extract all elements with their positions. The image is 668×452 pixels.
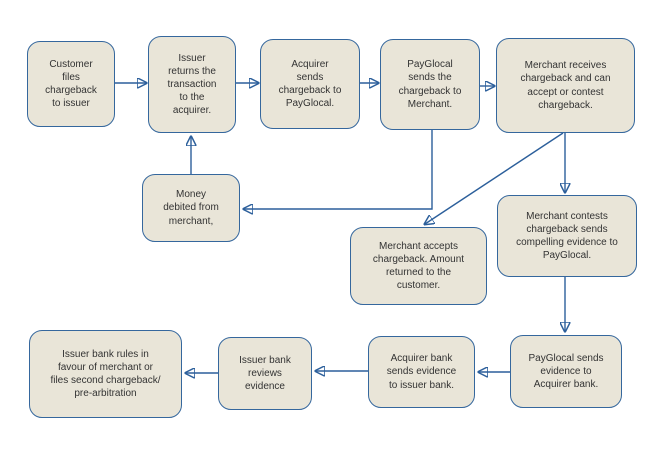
node-payglocal-sends-chargeback: PayGlocal sends the chargeback to Mercha… (380, 39, 480, 130)
node-money-debited-label: Money debited from merchant, (163, 189, 219, 227)
node-issuer-bank-rules-label: Issuer bank rules in favour of merchant … (50, 348, 161, 400)
edge-merchant-receives-to-merchant-accepts (425, 132, 564, 224)
node-merchant-contests-label: Merchant contests chargeback sends compe… (516, 210, 618, 262)
node-acquirer-sends-chargeback: Acquirer sends chargeback to PayGlocal. (260, 39, 360, 129)
node-customer-files: Customer files chargeback to issuer (27, 41, 115, 127)
node-payglocal-sends-evidence: PayGlocal sends evidence to Acquirer ban… (510, 335, 622, 408)
node-merchant-accepts: Merchant accepts chargeback. Amount retu… (350, 227, 487, 305)
node-merchant-accepts-label: Merchant accepts chargeback. Amount retu… (372, 240, 465, 292)
node-issuer-bank-rules: Issuer bank rules in favour of merchant … (29, 330, 182, 418)
node-issuer-returns: Issuer returns the transaction to the ac… (148, 36, 236, 133)
node-merchant-receives: Merchant receives chargeback and can acc… (496, 38, 635, 133)
node-issuer-bank-reviews-label: Issuer bank reviews evidence (239, 354, 291, 393)
edge-payglocal-sends-to-money-debited (244, 130, 433, 209)
node-issuer-bank-reviews: Issuer bank reviews evidence (218, 337, 312, 410)
node-issuer-returns-label: Issuer returns the transaction to the ac… (167, 52, 217, 117)
node-acquirer-bank-sends-evidence-label: Acquirer bank sends evidence to issuer b… (386, 353, 457, 391)
node-money-debited: Money debited from merchant, (142, 174, 240, 242)
node-merchant-contests: Merchant contests chargeback sends compe… (497, 195, 637, 277)
node-payglocal-sends-chargeback-label: PayGlocal sends the chargeback to Mercha… (398, 59, 462, 110)
node-payglocal-sends-evidence-label: PayGlocal sends evidence to Acquirer ban… (528, 352, 604, 391)
node-merchant-receives-label: Merchant receives chargeback and can acc… (520, 60, 611, 111)
node-acquirer-sends-chargeback-label: Acquirer sends chargeback to PayGlocal. (278, 58, 342, 110)
node-customer-files-label: Customer files chargeback to issuer (45, 58, 97, 110)
node-acquirer-bank-sends-evidence: Acquirer bank sends evidence to issuer b… (368, 336, 475, 408)
